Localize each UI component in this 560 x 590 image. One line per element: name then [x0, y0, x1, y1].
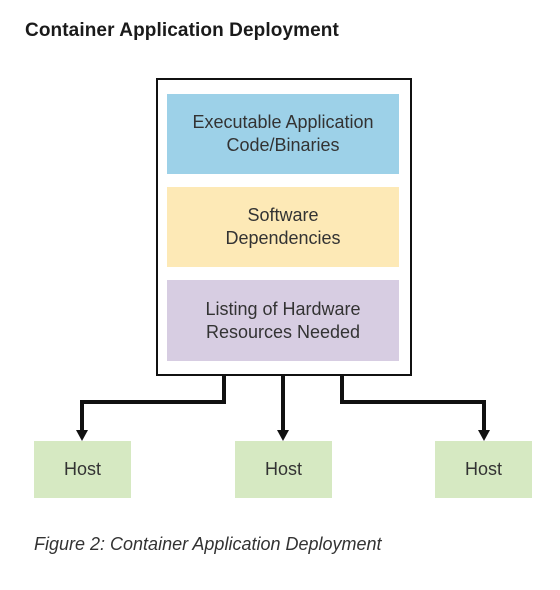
- arrowhead-host-1: [76, 430, 88, 441]
- connector-arrow-host-3: [340, 374, 486, 432]
- host-label-1: Host: [63, 459, 101, 479]
- layer-software-dependencies-line-2: Dependencies: [225, 228, 341, 248]
- host-box-1: Host: [34, 441, 131, 498]
- layer-hardware-resources-line-2: Resources Needed: [205, 321, 361, 342]
- layer-software-dependencies: Software Dependencies: [167, 187, 399, 267]
- figure-caption: Figure 2: Container Application Deployme…: [34, 534, 382, 554]
- host-box-2: Host: [235, 441, 332, 498]
- arrowhead-host-3: [478, 430, 490, 441]
- diagram-title: Container Application Deployment: [25, 20, 339, 41]
- host-box-3: Host: [435, 441, 532, 498]
- connector-arrow-host-1: [80, 374, 226, 432]
- arrowhead-host-2: [277, 430, 289, 441]
- layer-application-code-line-2: Code/Binaries: [226, 135, 340, 155]
- layer-hardware-resources: Listing of Hardware Resources Needed: [167, 280, 399, 361]
- host-label-2: Host: [264, 459, 302, 479]
- layer-software-dependencies-line-1: Software: [247, 205, 319, 225]
- layer-application-code: Executable Application Code/Binaries: [167, 94, 399, 174]
- layer-hardware-resources-line-1: Listing of Hardware: [205, 298, 361, 319]
- host-label-3: Host: [464, 459, 502, 479]
- layer-application-code-line-1: Executable Application: [192, 112, 374, 132]
